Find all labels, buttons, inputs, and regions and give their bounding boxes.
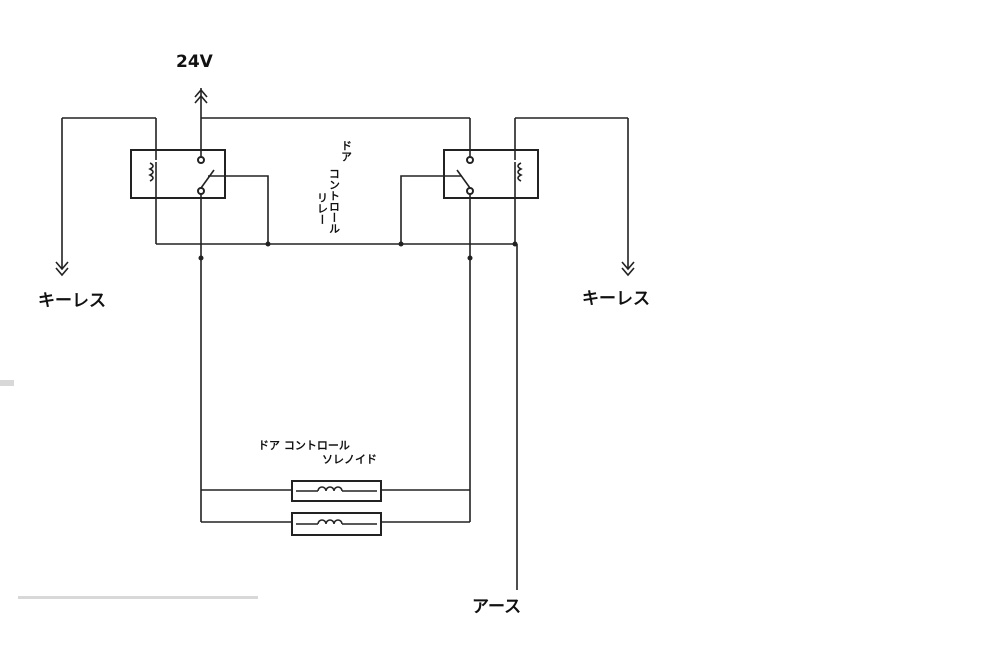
solenoid-coil-icon <box>296 519 377 525</box>
coil-icon <box>148 118 157 198</box>
keyless-right-label: キーレス <box>582 289 650 309</box>
supply-arrow-icon <box>194 88 208 115</box>
keyless-left-arrow-icon <box>55 261 69 277</box>
solenoid-2 <box>291 512 382 536</box>
coil-icon <box>514 118 523 198</box>
solenoid-label-line2: ソレノイド <box>322 453 377 466</box>
svg-text:リレー: リレー <box>316 192 329 225</box>
scan-artifact <box>0 380 14 386</box>
supply-label: 24V <box>176 52 214 72</box>
ground-label: アース <box>472 597 521 617</box>
junction-dot <box>467 255 473 261</box>
svg-text:ドア: ドア <box>340 140 353 162</box>
svg-text:コントロール: コントロール <box>328 168 341 234</box>
scan-artifact <box>18 596 258 599</box>
relay-label: ドア コントロール リレー <box>316 140 353 234</box>
junction-dot <box>198 255 204 261</box>
solenoid-1 <box>291 480 382 502</box>
relay-left <box>130 118 226 199</box>
keyless-right-arrow-icon <box>621 261 635 277</box>
switch-contact-icon <box>444 150 474 198</box>
switch-contact-icon <box>197 150 225 198</box>
solenoid-label-line1: ドア コントロール <box>258 439 350 452</box>
relay-right <box>443 118 539 199</box>
keyless-left-label: キーレス <box>38 291 106 311</box>
solenoid-coil-icon <box>296 486 377 492</box>
